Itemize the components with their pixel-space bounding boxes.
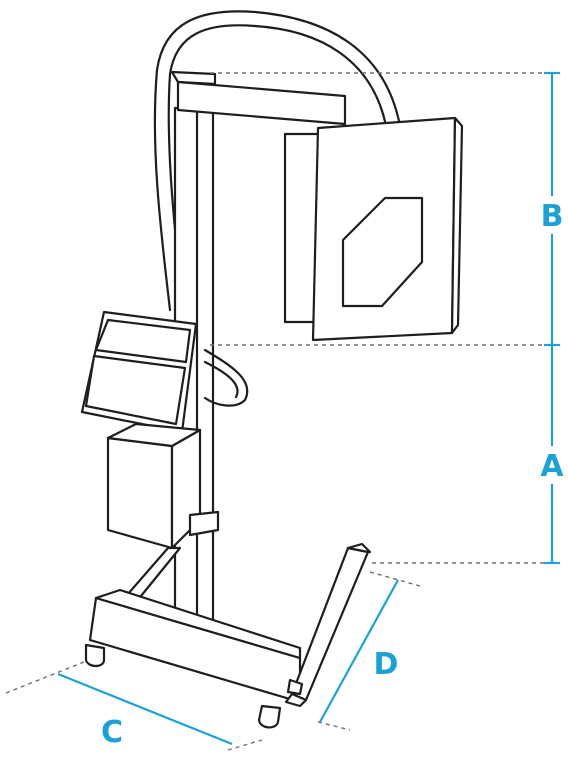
dimension-lines — [57, 71, 560, 746]
dimension-labels: B A C D — [101, 199, 564, 750]
dimension-line-c — [57, 672, 233, 746]
guide-d-top — [369, 571, 421, 587]
control-cabinet-top — [106, 422, 202, 448]
label-b: B — [541, 199, 564, 234]
guide-d-bottom — [317, 721, 351, 731]
caster-left — [84, 643, 106, 668]
label-c: C — [101, 715, 123, 750]
base-right-leg-front — [284, 692, 308, 708]
column-bracket — [188, 510, 220, 537]
base-front-bar-top — [94, 588, 302, 660]
label-a: A — [540, 449, 564, 484]
base-right-leg — [290, 546, 370, 702]
monitor-screen-bottom — [84, 354, 187, 426]
guide-lines — [5, 72, 552, 751]
guide-c-right — [227, 739, 263, 751]
caster-right — [257, 704, 282, 729]
control-cabinet-front — [106, 436, 174, 550]
cable-inner — [167, 24, 388, 312]
base-right-leg-top — [346, 542, 372, 554]
label-d: D — [374, 647, 399, 682]
mobile-scanner-illustration — [80, 10, 464, 729]
guide-c-left — [5, 661, 85, 694]
monitor-screen-top — [94, 318, 192, 364]
monitor-cable-inner — [203, 360, 239, 399]
monitor-cable — [203, 348, 249, 407]
caster-rear — [286, 678, 304, 696]
top-arm-body — [176, 80, 347, 126]
detector-panel-side — [450, 116, 464, 335]
cable-outer — [153, 10, 402, 312]
dimension-line-d — [319, 579, 399, 723]
detector-window — [341, 196, 424, 308]
